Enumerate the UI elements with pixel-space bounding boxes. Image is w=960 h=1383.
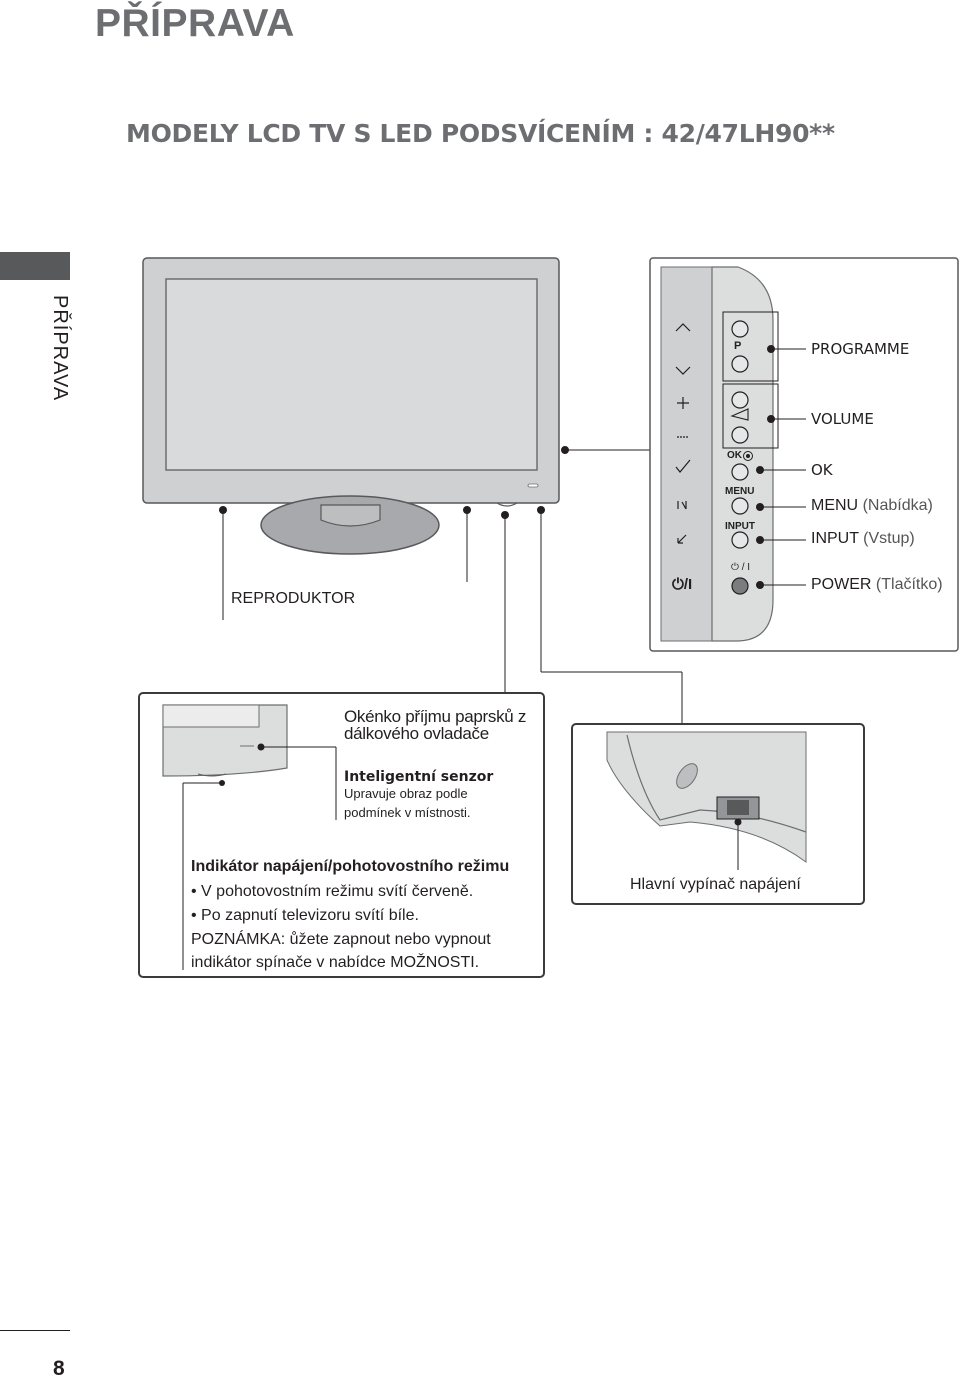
indicator-note-2: indikátor spínače v nabídce MOŽNOSTI. bbox=[191, 954, 480, 971]
callout-input: INPUT (Vstup) bbox=[811, 530, 915, 548]
panel-check-icon bbox=[675, 459, 691, 473]
section-title: MODELY LCD TV S LED PODSVÍCENÍM : 42/47L… bbox=[126, 119, 835, 148]
callout-power: POWER (Tlačítko) bbox=[811, 576, 943, 594]
side-tab-marker bbox=[0, 252, 70, 280]
panel-input-label: INPUT bbox=[725, 521, 755, 532]
button-ok bbox=[731, 463, 749, 481]
callout-input-main: INPUT bbox=[811, 530, 859, 547]
remote-window-title: Okénko příjmu paprsků z dálkového ovlada… bbox=[344, 707, 527, 743]
callout-programme: PROGRAMME bbox=[811, 340, 910, 358]
button-vol-up bbox=[731, 391, 749, 409]
panel-plus-icon bbox=[677, 397, 689, 409]
smart-sensor-desc-2: podmínek v místnosti. bbox=[344, 805, 471, 820]
callout-menu-main: MENU bbox=[811, 497, 859, 514]
smart-sensor-desc-1: Upravuje obraz podle bbox=[344, 786, 468, 801]
page-number: 8 bbox=[53, 1357, 65, 1380]
panel-input-icon bbox=[677, 534, 687, 544]
button-prog-down bbox=[731, 355, 749, 373]
main-power-switch-caption: Hlavní vypínač napájení bbox=[630, 876, 801, 893]
indicator-item-on: • Po zapnutí televizoru svítí bíle. bbox=[191, 907, 419, 924]
indicator-note-1: POZNÁMKA: ůžete zapnout nebo vypnout bbox=[191, 931, 491, 948]
button-vol-down bbox=[731, 426, 749, 444]
panel-up-icon bbox=[675, 323, 691, 332]
footer-rule bbox=[0, 1330, 70, 1331]
panel-menu-label: MENU bbox=[725, 486, 755, 497]
panel-p-label: P bbox=[734, 340, 742, 352]
volume-triangle-icon bbox=[730, 408, 749, 421]
button-menu bbox=[731, 497, 749, 515]
callout-menu-sub: (Nabídka) bbox=[862, 497, 933, 514]
callout-ok: OK bbox=[811, 461, 833, 479]
button-prog-up bbox=[731, 320, 749, 338]
panel-menu-icon bbox=[677, 501, 687, 510]
callout-menu: MENU (Nabídka) bbox=[811, 497, 933, 515]
page-title: PŘÍPRAVA bbox=[95, 2, 295, 45]
indicator-title: Indikátor napájení/pohotovostního režimu bbox=[191, 858, 510, 875]
button-power bbox=[731, 577, 749, 595]
indicator-item-standby: • V pohotovostním režimu svítí červeně. bbox=[191, 883, 474, 900]
callout-speaker: REPRODUKTOR bbox=[231, 590, 356, 607]
callout-power-sub: (Tlačítko) bbox=[875, 576, 943, 593]
power-symbol-icon: ⏻/I bbox=[672, 576, 693, 593]
side-tab-label: PŘÍPRAVA bbox=[49, 295, 71, 402]
panel-power-label: ⏻ / I bbox=[731, 562, 751, 573]
callout-power-main: POWER bbox=[811, 576, 872, 593]
smart-sensor-title: Inteligentní senzor bbox=[344, 769, 494, 785]
button-input bbox=[731, 531, 749, 549]
callout-input-sub: (Vstup) bbox=[863, 530, 915, 547]
tv-screen bbox=[165, 278, 538, 471]
callout-volume: VOLUME bbox=[811, 410, 874, 428]
panel-down-icon bbox=[675, 366, 691, 375]
panel-ok-label: OK bbox=[727, 450, 742, 461]
